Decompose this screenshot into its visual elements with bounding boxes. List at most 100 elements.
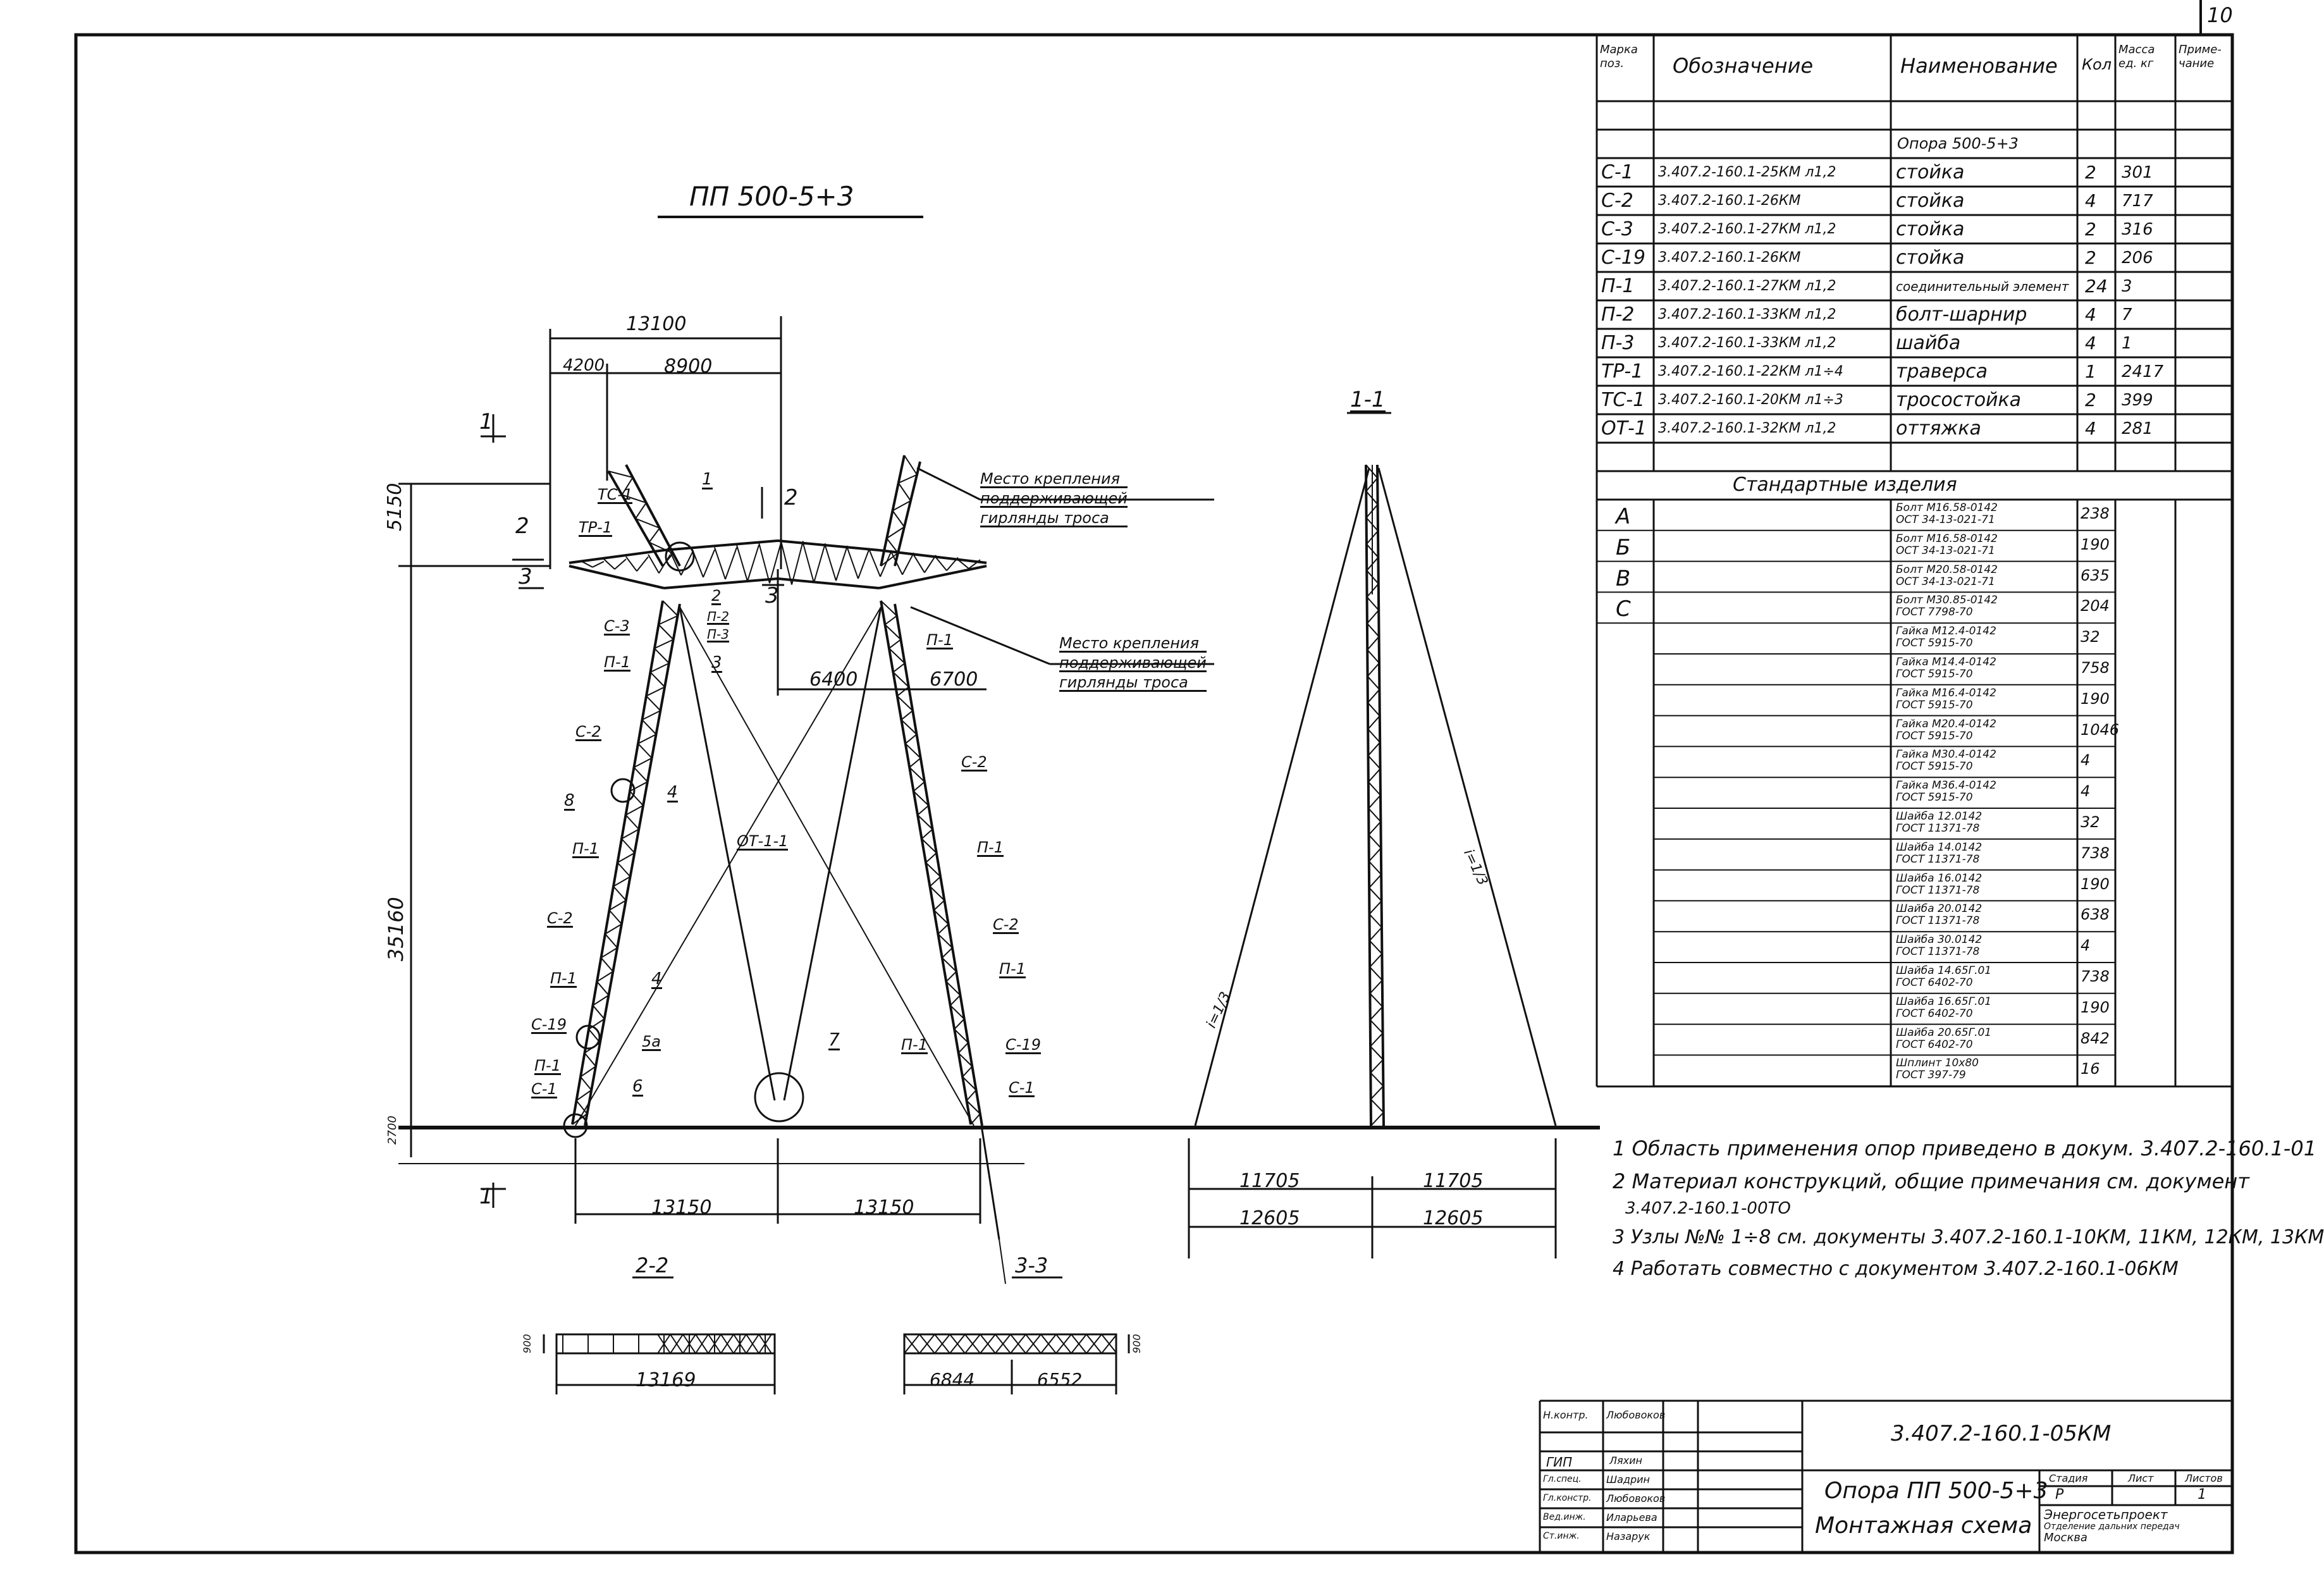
spec-row-code: 3.407.2-160.1-26КМ	[1658, 193, 1801, 209]
spec-row-mark: П-1	[1601, 275, 1635, 297]
spec-header-code: Обозначение	[1673, 54, 1814, 78]
spec-row-qty: 4	[2085, 190, 2096, 211]
org-block: Энергосетьпроект Отделение дальних перед…	[2044, 1508, 2180, 1544]
spec-row-mass: 316	[2122, 220, 2153, 239]
std-row-qty: 16	[2081, 1060, 2100, 1078]
std-row-name: Гайка М20.4-0142 ГОСТ 5915-70	[1896, 717, 1996, 742]
spec-row-qty: 1	[2085, 361, 2096, 382]
doc-title-line-1: Опора ПП 500-5+3	[1824, 1478, 2048, 1504]
dim-foot-right: 13150	[854, 1197, 914, 1219]
std-row-qty: 842	[2081, 1029, 2110, 1047]
spec-row-mark: С-2	[1601, 190, 1633, 212]
std-row-name: Шайба 30.0142 ГОСТ 11371-78	[1896, 933, 1983, 959]
node-6: 6	[632, 1077, 643, 1097]
spec-row-qty: 2	[2085, 219, 2096, 240]
notes-block: 1 Область применения опор приведено в до…	[1613, 1138, 2324, 1279]
std-row-qty: 32	[2081, 813, 2100, 831]
std-row-qty: 635	[2081, 566, 2110, 584]
spec-row-code: 3.407.2-160.1-26КМ	[1658, 250, 1801, 266]
name: Ляхин	[1609, 1455, 1642, 1467]
std-row-name: Гайка М16.4-0142 ГОСТ 5915-70	[1896, 686, 1996, 711]
node-p2: П-2	[707, 609, 729, 625]
spec-row-code: 3.407.2-160.1-33КМ л1,2	[1658, 335, 1836, 351]
node-5a: 5a	[642, 1033, 661, 1051]
std-row-qty: 738	[2081, 968, 2110, 985]
dim-side-bot-left: 12605	[1239, 1207, 1300, 1229]
cut-mark: 3	[765, 583, 779, 608]
dim-sec22-height: 900	[521, 1334, 533, 1353]
callout-line: гирлянды троса	[1059, 675, 1207, 692]
spec-row-mark: С-3	[1601, 218, 1633, 240]
callout-line: Место крепления	[980, 471, 1128, 488]
dim-foot-left: 13150	[651, 1197, 712, 1219]
spec-row-mass: 2417	[2122, 362, 2164, 381]
spec-row-name: стойка	[1896, 190, 1965, 212]
label-c3: С-3	[604, 617, 630, 636]
name: Шадрин	[1606, 1473, 1650, 1486]
std-row-name: Шайба 20.0142 ГОСТ 11371-78	[1896, 902, 1983, 928]
node-1: 1	[702, 470, 713, 489]
node-4: 4	[667, 783, 678, 803]
attachment-callout-2: Место крепления поддерживающей гирлянды …	[1059, 636, 1207, 692]
std-row-name: Шайба 20.65Г.01 ГОСТ 6402-70	[1896, 1026, 1992, 1051]
label-c2: С-2	[575, 723, 601, 741]
label-node-8: 8	[564, 791, 575, 811]
node-3: 3	[711, 653, 722, 673]
dim-sec33-right: 6552	[1037, 1369, 1083, 1390]
label-p1: П-1	[572, 840, 599, 858]
label-c19: С-19	[1005, 1036, 1041, 1054]
role: Ст.инж.	[1543, 1531, 1580, 1541]
spec-row-qty: 4	[2085, 418, 2096, 439]
cut-mark: 1	[479, 1184, 493, 1209]
role: Вед.инж.	[1543, 1512, 1586, 1522]
label-c19: С-19	[531, 1016, 567, 1034]
std-row-name: Болт М16.58-0142 ОСТ 34-13-021-71	[1896, 501, 1998, 526]
std-row-name: Шайба 12.0142 ГОСТ 11371-78	[1896, 810, 1983, 835]
spec-row-name: траверса	[1896, 360, 1988, 383]
section-2-2-label: 2-2	[636, 1253, 669, 1277]
spec-row-mass: 3	[2122, 277, 2132, 296]
std-row-mark: Б	[1616, 534, 1631, 560]
spec-row-code: 3.407.2-160.1-22КМ л1÷4	[1658, 364, 1843, 379]
cut-mark: 2	[515, 514, 529, 539]
stage-header: Стадия	[2049, 1472, 2088, 1484]
spec-row-code: 3.407.2-160.1-27КМ л1,2	[1658, 221, 1836, 237]
label-c2: С-2	[993, 916, 1019, 934]
attachment-callout-1: Место крепления поддерживающей гирлянды …	[980, 471, 1128, 527]
spec-row-mass: 1	[2122, 334, 2132, 353]
spec-row-code: 3.407.2-160.1-32КМ л1,2	[1658, 421, 1836, 436]
stage-value: Р	[2055, 1487, 2064, 1503]
node-p3: П-3	[707, 627, 729, 643]
role: ГИП	[1546, 1455, 1573, 1470]
std-row-qty: 238	[2081, 505, 2110, 522]
doc-title-line-2: Монтажная схема	[1815, 1513, 2032, 1539]
spec-header-mark: Марка поз.	[1600, 43, 1638, 70]
spec-header-note: Приме-чание	[2179, 43, 2222, 70]
role: Гл.спец.	[1543, 1474, 1582, 1484]
spec-row-mark: ТР-1	[1601, 360, 1644, 383]
spec-row-mass: 206	[2122, 249, 2153, 268]
dim-sec33-height: 900	[1131, 1334, 1143, 1353]
dim-sec33-left: 6844	[930, 1369, 975, 1390]
std-row-mark: А	[1616, 504, 1631, 529]
spec-row-name: болт-шарнир	[1896, 304, 2027, 326]
callout-line: гирлянды троса	[980, 510, 1128, 527]
spec-row-name: соединительный элемент	[1896, 279, 2069, 294]
spec-row-mass: 281	[2122, 419, 2153, 438]
dim-base-height: 2700	[386, 1116, 399, 1145]
spec-row-qty: 2	[2085, 162, 2096, 183]
spec-row-mass: 7	[2122, 305, 2132, 324]
node-4: 4	[651, 969, 662, 989]
std-row-name: Гайка М30.4-0142 ГОСТ 5915-70	[1896, 748, 1996, 773]
org-line: Москва	[2044, 1531, 2087, 1544]
cut-mark: 2	[784, 485, 798, 510]
sheets-header: Листов	[2185, 1472, 2223, 1484]
spec-header-name: Наименование	[1900, 54, 2058, 78]
std-row-mark: В	[1616, 565, 1631, 591]
spec-group-title: Опора 500-5+3	[1897, 135, 2019, 152]
spec-header-qty: Кол	[2082, 56, 2112, 73]
spec-row-qty: 24	[2085, 276, 2108, 297]
role: Н.контр.	[1543, 1409, 1589, 1421]
page-number: 10	[2207, 3, 2233, 27]
std-row-qty: 204	[2081, 597, 2110, 615]
